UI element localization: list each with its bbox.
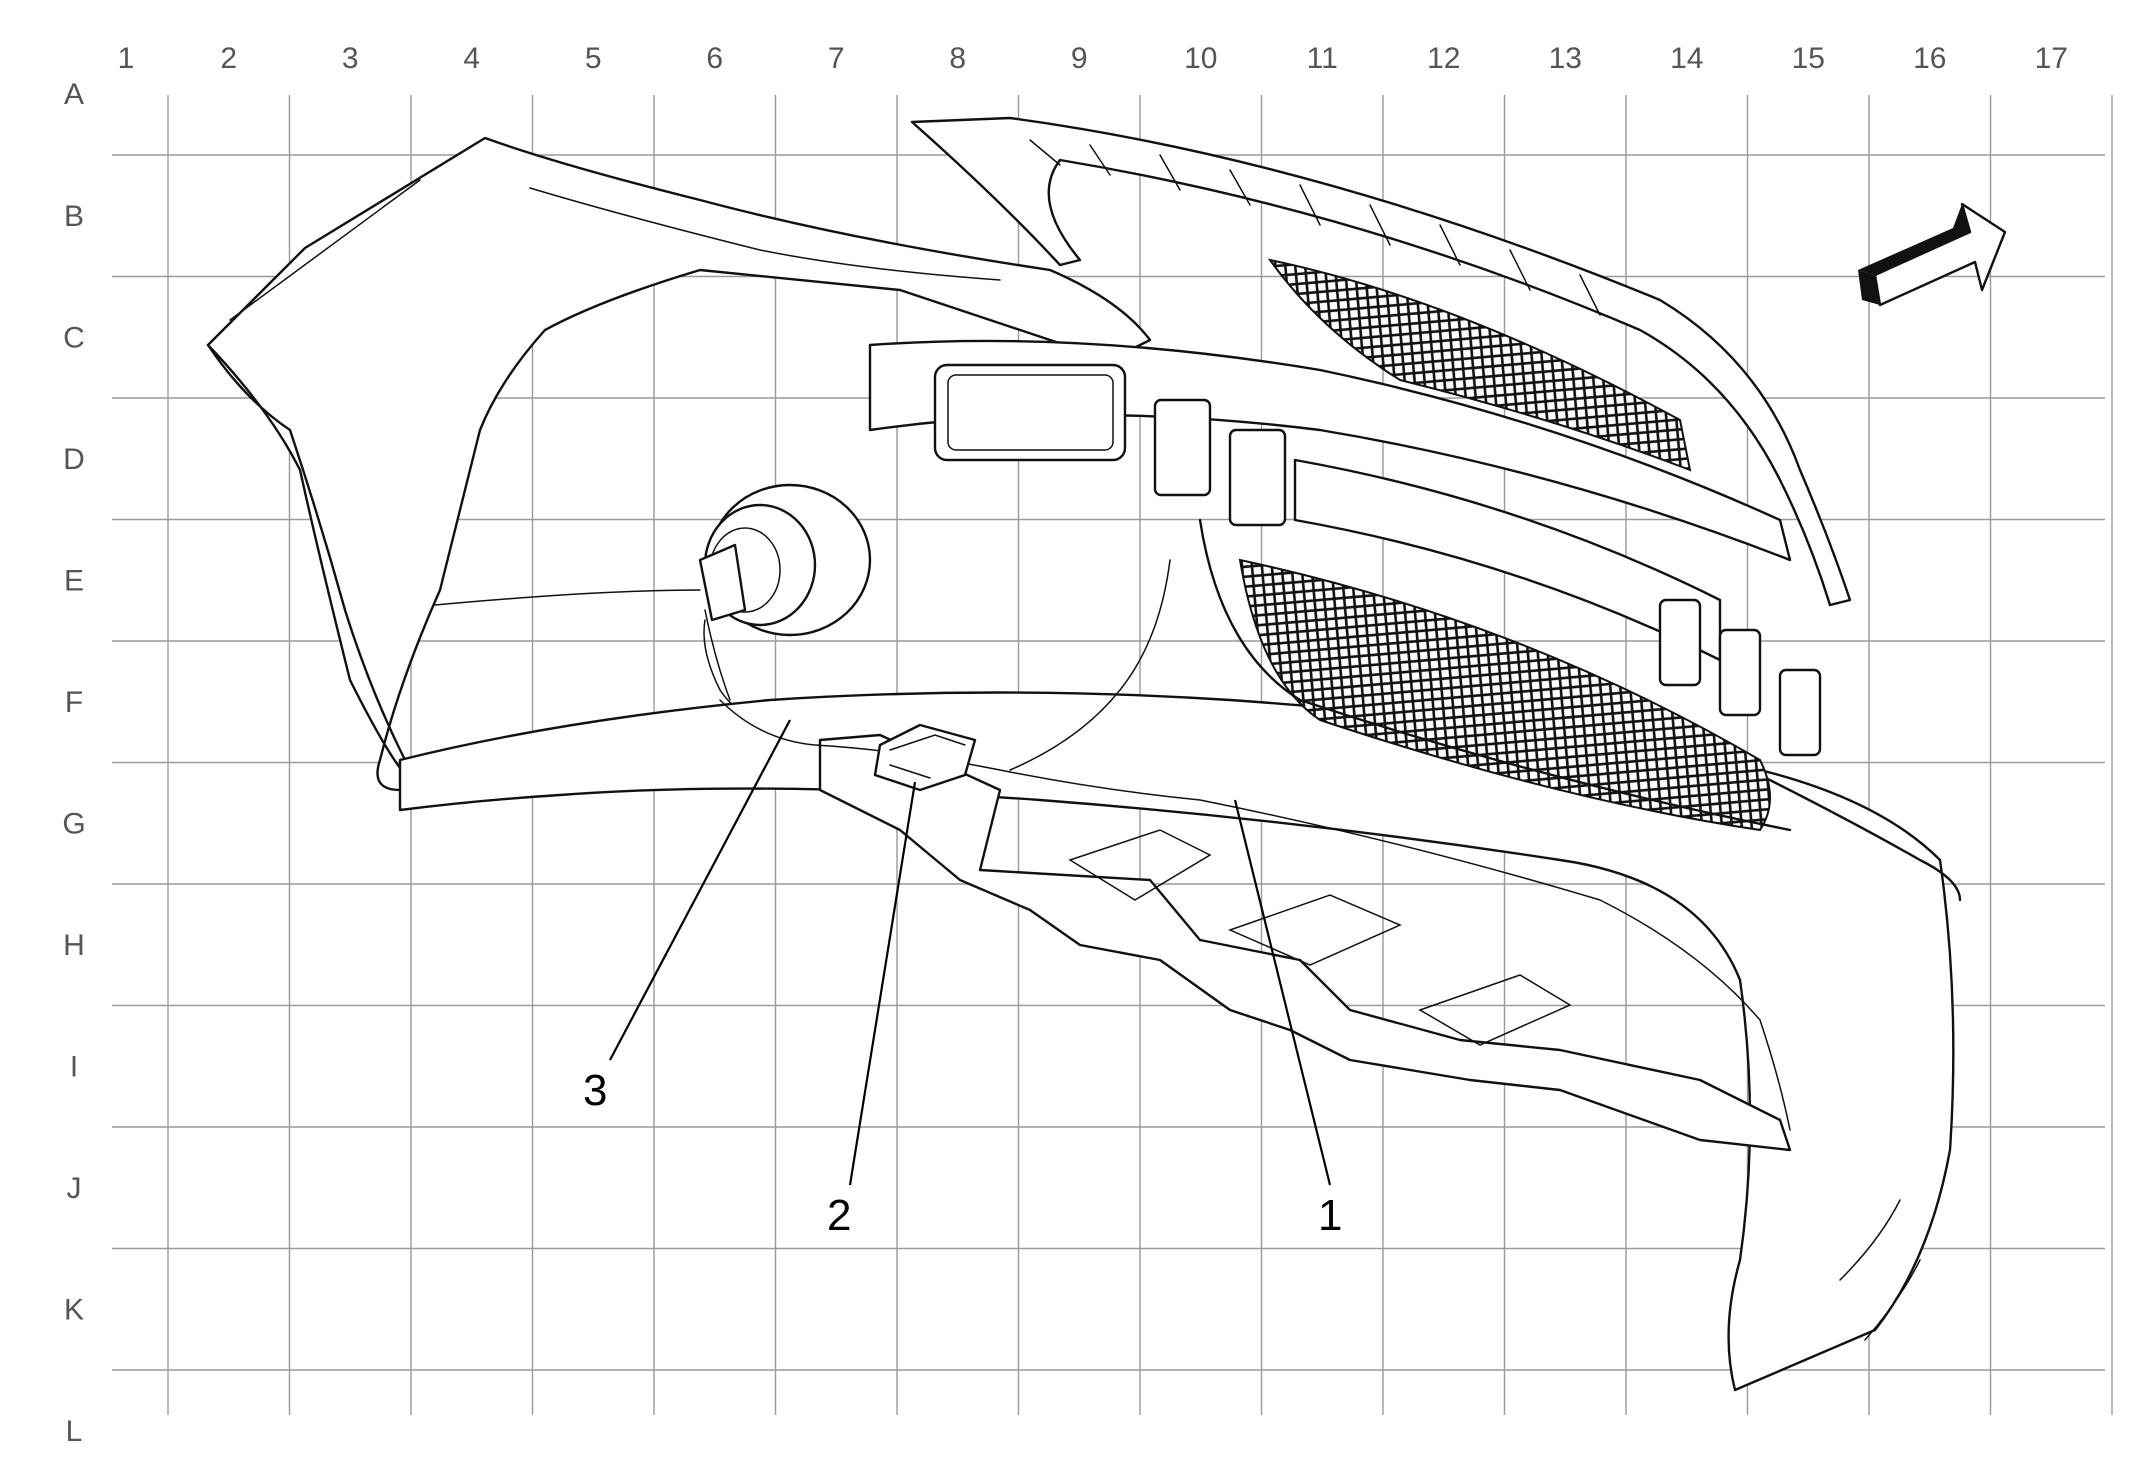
grid-column-label: 13 (1549, 42, 1582, 75)
grid-column-label: 17 (2035, 42, 2068, 75)
grid-column-label: 3 (342, 42, 359, 75)
callout-2-label: 2 (827, 1191, 851, 1240)
callout-1: 1 (1233, 799, 1342, 1240)
grid-row-label: E (64, 564, 84, 597)
front-bumper-fascia (206, 116, 1962, 1392)
park-assist-module (873, 723, 977, 792)
grid-column-label: 11 (1307, 42, 1338, 75)
grid-column-label: 10 (1184, 42, 1217, 75)
grid-row-label: G (62, 807, 85, 840)
callout-1-label: 1 (1318, 1191, 1342, 1240)
forward-arrow-icon (1858, 202, 2007, 307)
grid-column-label: 7 (828, 42, 845, 75)
fog-lamp-assembly (434, 483, 872, 721)
grid-column-label: 4 (463, 42, 480, 75)
grid-column-label: 6 (706, 42, 723, 75)
grid-row-label: J (67, 1172, 82, 1205)
callout-3-label: 3 (583, 1066, 607, 1115)
grid-column-label: 15 (1792, 42, 1825, 75)
callout-3: 3 (583, 719, 791, 1115)
grid-row-label: F (65, 686, 83, 719)
wiring-harness (704, 559, 1791, 1131)
grid-row-label: D (63, 443, 85, 476)
grid-row-label: K (64, 1293, 84, 1326)
grid-row-label: C (63, 321, 85, 354)
grid-column-label: 5 (585, 42, 602, 75)
grid-column-label: 16 (1913, 42, 1946, 75)
callout-2: 2 (827, 781, 917, 1240)
grid-column-label: 2 (220, 42, 237, 75)
grid-row-label: A (64, 78, 84, 111)
grid-column-label: 12 (1427, 42, 1460, 75)
grid-row-label: I (70, 1050, 78, 1083)
grid-column-label: 9 (1071, 42, 1088, 75)
grid-row-label: H (63, 929, 85, 962)
grid-row-label: B (64, 200, 84, 233)
grid-row-labels: A B C D E F G H I J K L (62, 78, 85, 1448)
grid-column-label: 1 (118, 42, 135, 75)
grid-column-label: 14 (1670, 42, 1703, 75)
grid-row-label: L (66, 1415, 83, 1448)
grid-column-label: 8 (949, 42, 966, 75)
